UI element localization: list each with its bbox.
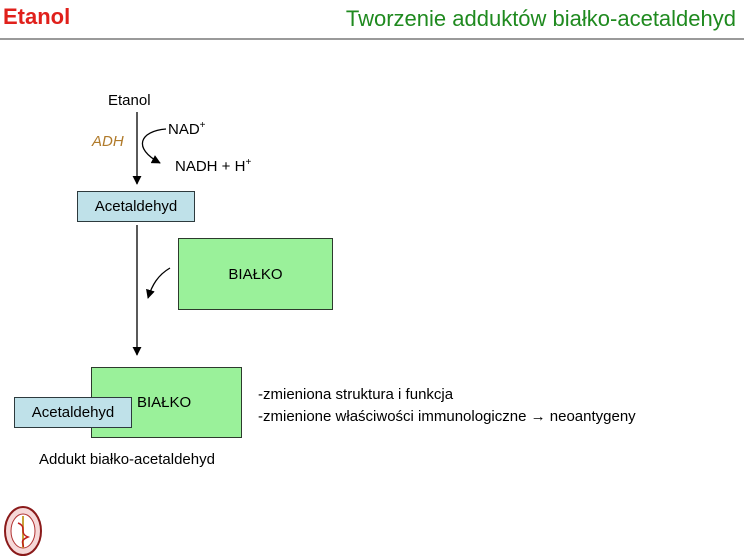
university-seal-icon — [4, 506, 42, 556]
effect-immunology: -zmienione właściwości immunologiczne → … — [258, 408, 636, 425]
substrate-label: Etanol — [108, 92, 151, 109]
acetaldehyde-box: Acetaldehyd — [77, 191, 195, 222]
adduct-acetaldehyde-box: Acetaldehyd — [14, 397, 132, 428]
cofactor-curve-arrow — [141, 128, 167, 164]
cofactor-out-label: NADH + H+ — [175, 157, 252, 175]
protein-box: BIAŁKO — [178, 238, 333, 310]
cofactor-in-label: NAD+ — [168, 120, 206, 138]
section-title: Etanol — [3, 4, 71, 29]
enzyme-label: ADH — [92, 133, 124, 150]
slide-title: Tworzenie adduktów białko-acetaldehyd — [345, 6, 736, 31]
right-arrow-icon: → — [530, 408, 546, 425]
adduct-caption: Addukt białko-acetaldehyd — [39, 451, 215, 468]
protein-binding-arrow — [146, 267, 171, 299]
effect-structure: -zmieniona struktura i funkcja — [258, 386, 454, 403]
header-divider — [0, 38, 744, 40]
